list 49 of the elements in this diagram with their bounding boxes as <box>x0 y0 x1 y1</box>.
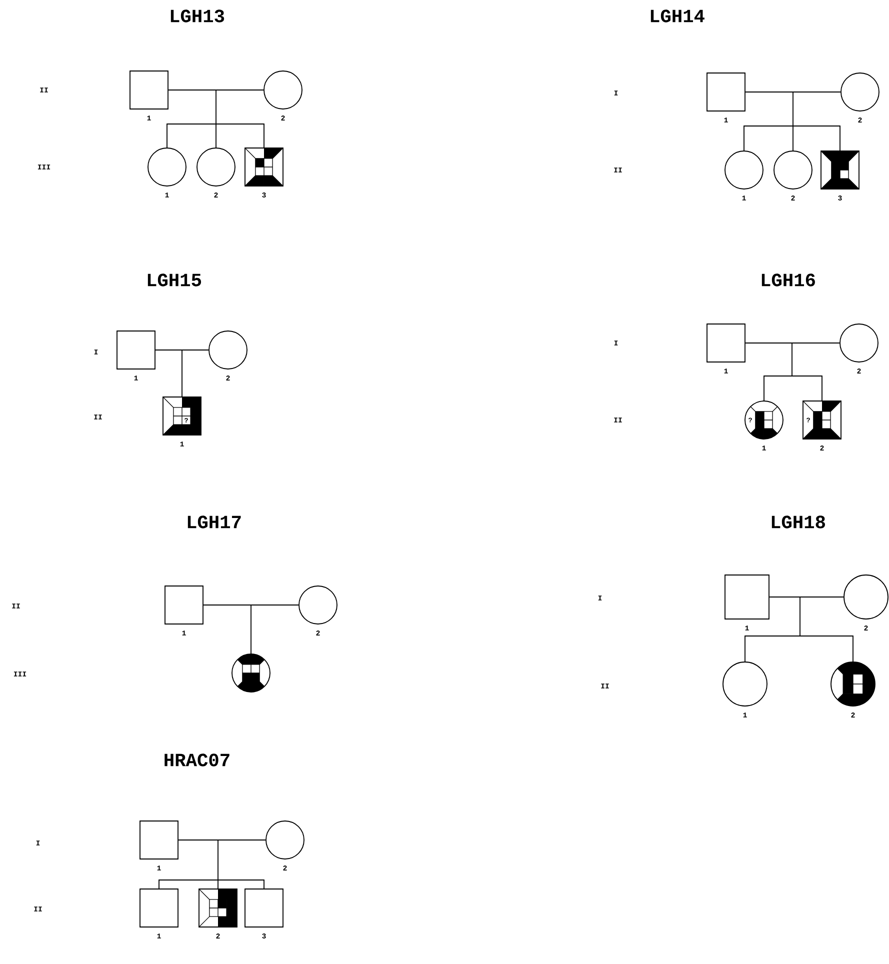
descent-line <box>792 92 794 126</box>
square-symbol <box>820 150 860 190</box>
mating-line <box>203 604 299 606</box>
circle-symbol <box>840 324 878 362</box>
circle-symbol <box>148 148 186 186</box>
mating-line <box>769 596 844 598</box>
circle-symbol <box>298 586 338 624</box>
descent-line <box>744 636 800 662</box>
mating-line <box>745 342 840 344</box>
descent-line <box>800 636 854 662</box>
descent-line <box>792 376 822 401</box>
square-symbol <box>164 586 204 624</box>
square-symbol <box>130 70 168 110</box>
pedigree-title: HRAC07 <box>164 754 230 766</box>
circle-symbol <box>774 150 812 190</box>
descent-line <box>764 376 792 401</box>
square-symbol <box>244 148 284 186</box>
descent-line <box>792 126 840 151</box>
descent-line <box>166 124 216 148</box>
square-symbol <box>706 72 746 112</box>
pedigree-title: LGH14 <box>650 10 704 22</box>
descent-line <box>218 880 264 889</box>
circle-symbol <box>724 150 764 190</box>
square-symbol <box>198 888 238 928</box>
square-symbol <box>706 324 746 362</box>
pedigree-title: LGH15 <box>148 274 202 286</box>
descent-line <box>744 126 794 151</box>
circle-symbol <box>830 662 876 706</box>
circle-symbol <box>196 148 236 186</box>
circle-symbol <box>266 820 304 860</box>
circle-symbol <box>208 330 248 370</box>
square-symbol <box>116 330 156 370</box>
descent-line <box>216 124 264 148</box>
square-symbol <box>140 888 178 928</box>
circle-symbol <box>264 70 302 110</box>
descent-line <box>158 880 218 889</box>
pedigree-title: LGH18 <box>772 516 825 528</box>
square-symbol <box>244 888 284 928</box>
circle-symbol <box>844 574 888 620</box>
pedigree-title: LGH16 <box>762 274 815 286</box>
circle-symbol <box>840 72 880 112</box>
square-symbol <box>724 574 770 620</box>
descent-line <box>792 126 794 151</box>
circle-symbol <box>232 654 270 692</box>
pedigree-title: LGH17 <box>188 516 241 528</box>
circle-symbol <box>722 662 768 706</box>
pedigree-title: LGH13 <box>170 10 224 22</box>
square-symbol <box>140 820 178 860</box>
descent-line <box>250 604 252 654</box>
